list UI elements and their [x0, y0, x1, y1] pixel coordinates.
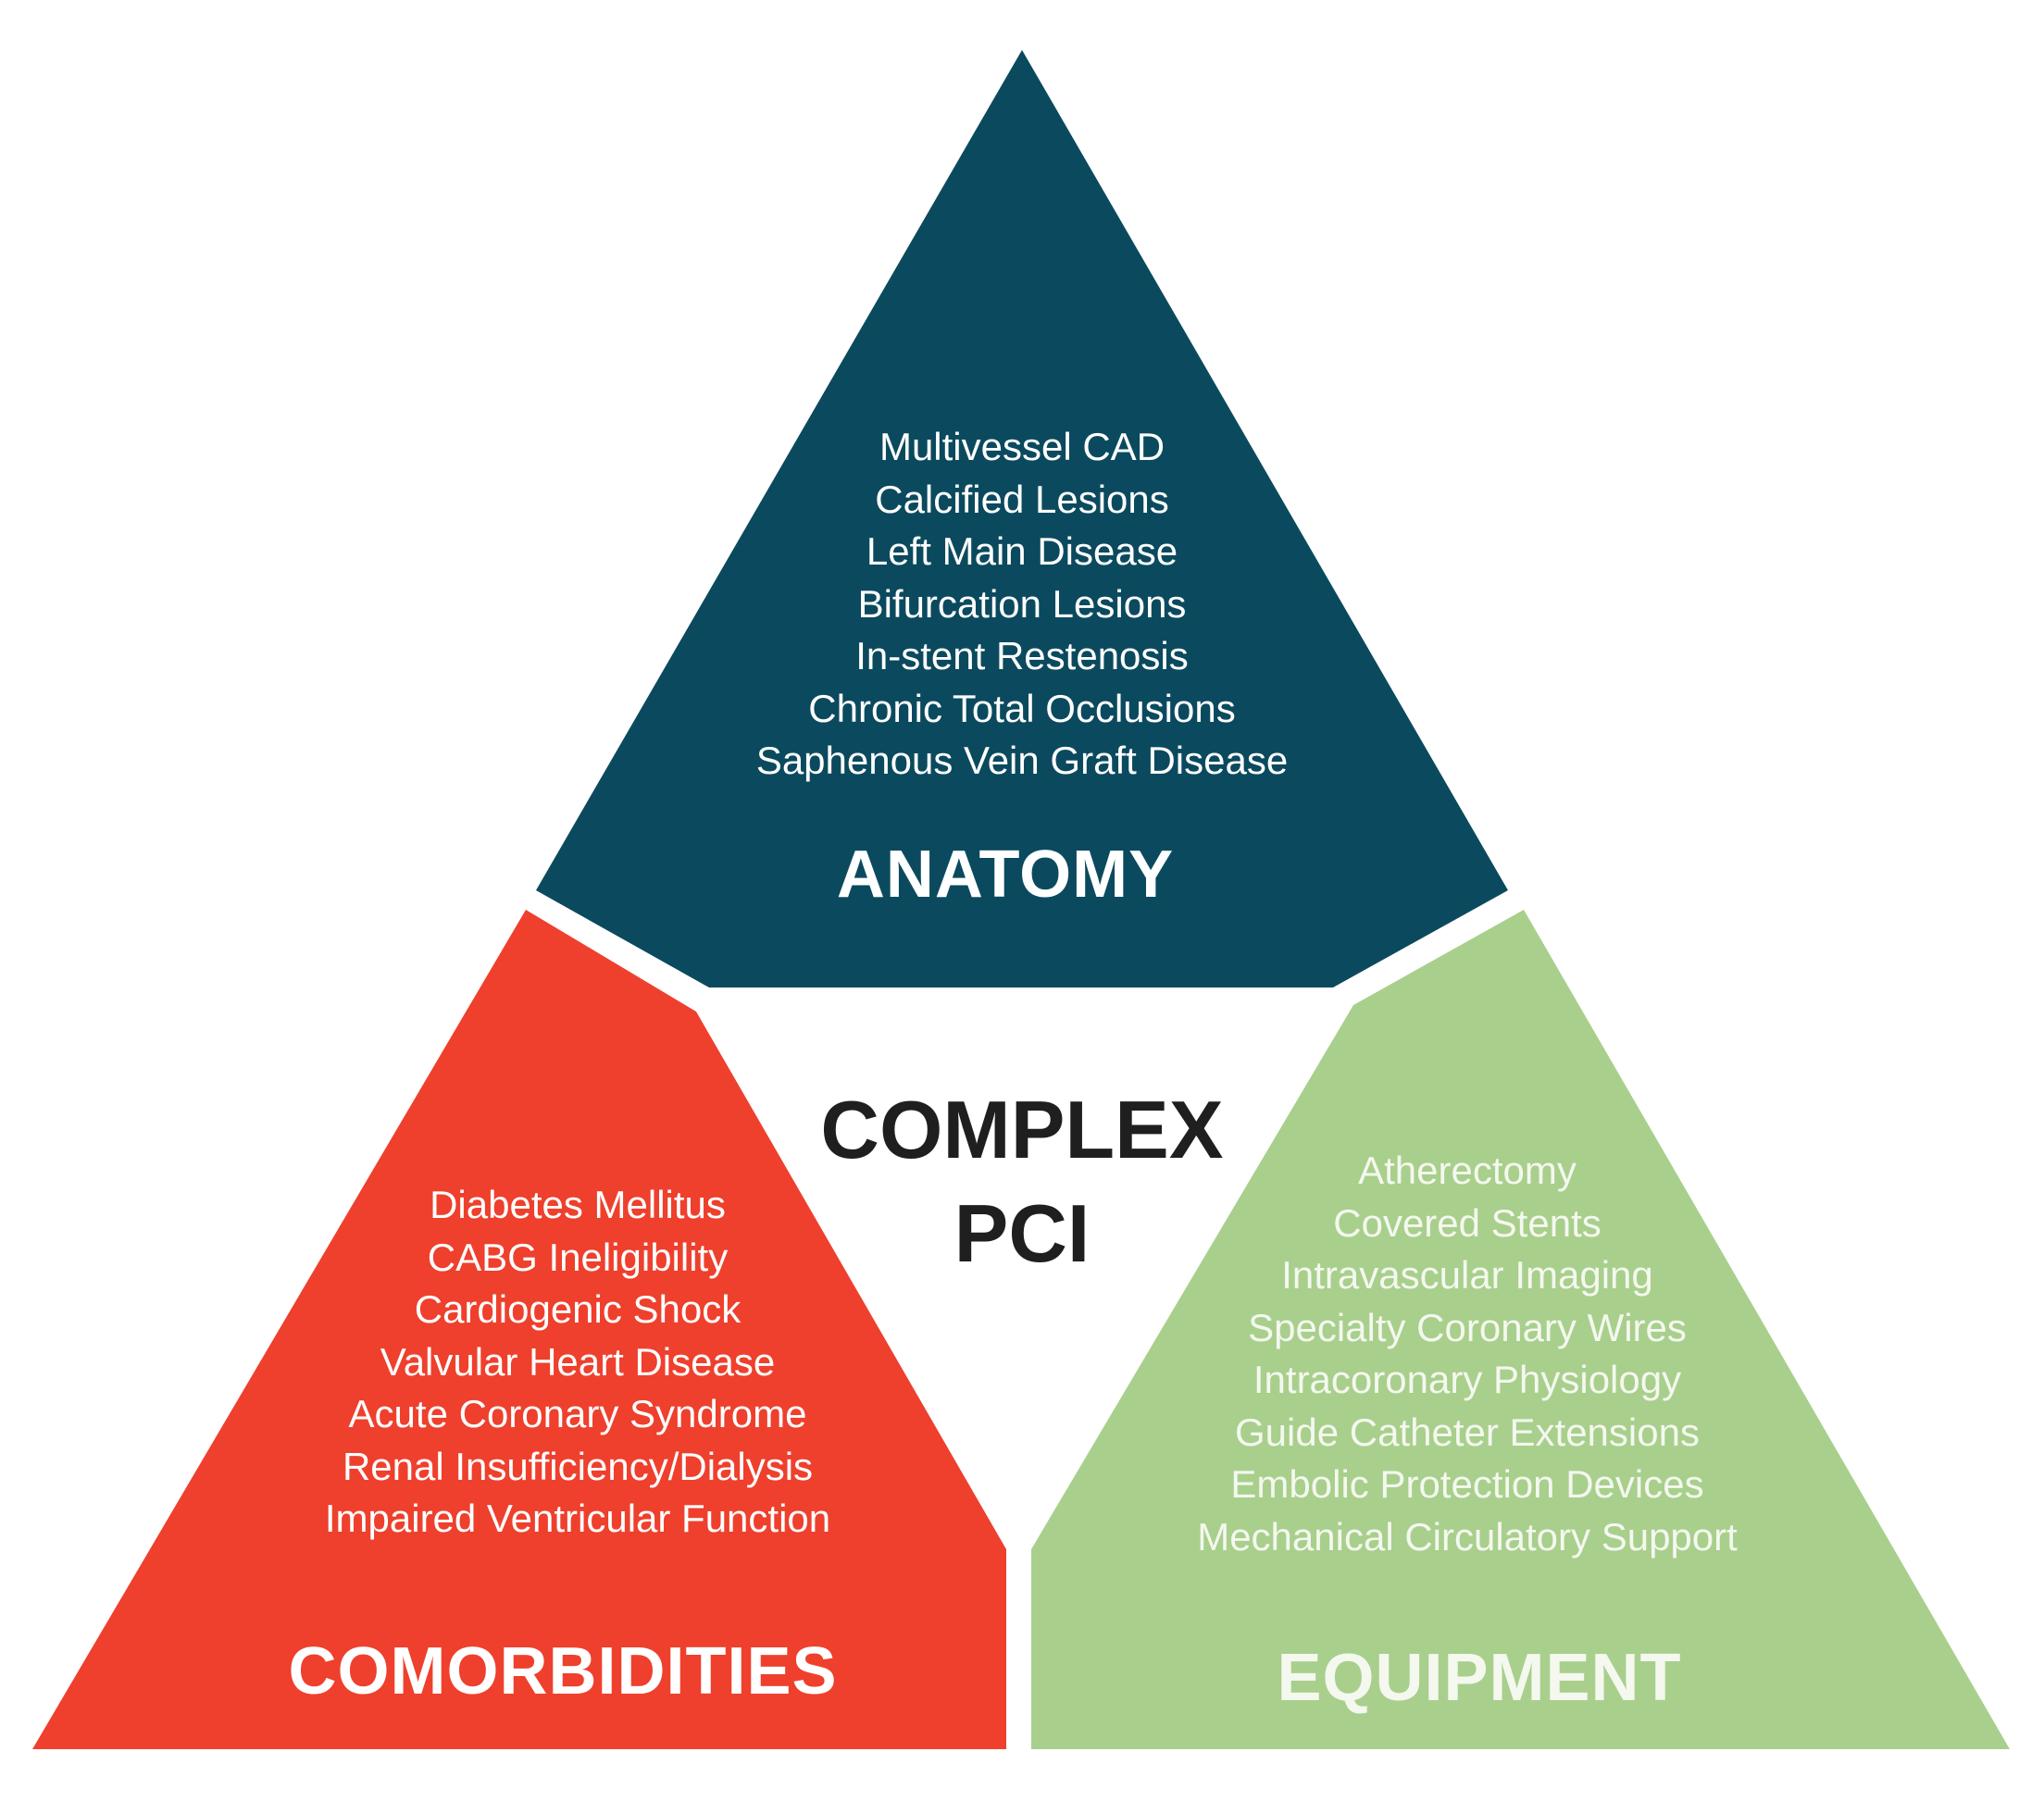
equipment-item: Mechanical Circulatory Support: [1197, 1514, 1738, 1559]
anatomy-item: Chronic Total Occlusions: [808, 686, 1236, 730]
equipment-list: Atherectomy Covered Stents Intravascular…: [1197, 1145, 1738, 1563]
anatomy-item: Saphenous Vein Graft Disease: [755, 739, 1289, 782]
comorbidities-item: Impaired Ventricular Function: [324, 1497, 831, 1540]
equipment-item: Embolic Protection Devices: [1230, 1462, 1704, 1506]
equipment-item: Specialty Coronary Wires: [1248, 1305, 1687, 1349]
equipment-item: Covered Stents: [1333, 1200, 1602, 1245]
comorbidities-item: Diabetes Mellitus: [430, 1183, 726, 1226]
equipment-item: Atherectomy: [1358, 1149, 1577, 1192]
anatomy-item: Bifurcation Lesions: [857, 581, 1187, 626]
anatomy-item: Calcified Lesions: [875, 477, 1169, 521]
anatomy-item: Multivessel CAD: [879, 425, 1165, 468]
comorbidities-title: COMORBIDITIES: [288, 1634, 838, 1708]
equipment-title: EQUIPMENT: [1277, 1641, 1682, 1715]
comorbidities-item: Renal Insufficiency/Dialysis: [342, 1444, 814, 1488]
comorbidities-item: Valvular Heart Disease: [380, 1339, 776, 1384]
anatomy-item: In-stent Restenosis: [855, 634, 1189, 677]
comorbidities-item: Acute Coronary Syndrome: [348, 1392, 807, 1435]
comorbidities-segment: [32, 910, 1006, 1749]
equipment-item: Intracoronary Physiology: [1253, 1358, 1682, 1401]
anatomy-list: Multivessel CAD Calcified Lesions Left M…: [756, 421, 1288, 788]
anatomy-segment: [536, 50, 1508, 987]
anatomy-item: Left Main Disease: [866, 529, 1178, 573]
anatomy-title: ANATOMY: [836, 838, 1175, 912]
equipment-item: Intravascular Imaging: [1281, 1253, 1653, 1297]
comorbidities-item: CABG Ineligibility: [427, 1235, 729, 1279]
center-title-line1: COMPLEX: [820, 1084, 1224, 1175]
equipment-segment: [1031, 910, 2010, 1749]
comorbidities-list: Diabetes Mellitus CABG Ineligibility Car…: [325, 1179, 830, 1546]
comorbidities-item: Cardiogenic Shock: [414, 1287, 742, 1331]
center-title: COMPLEX PCI: [820, 1078, 1223, 1286]
center-title-line2: PCI: [953, 1187, 1091, 1279]
equipment-item: Guide Catheter Extensions: [1235, 1410, 1700, 1454]
